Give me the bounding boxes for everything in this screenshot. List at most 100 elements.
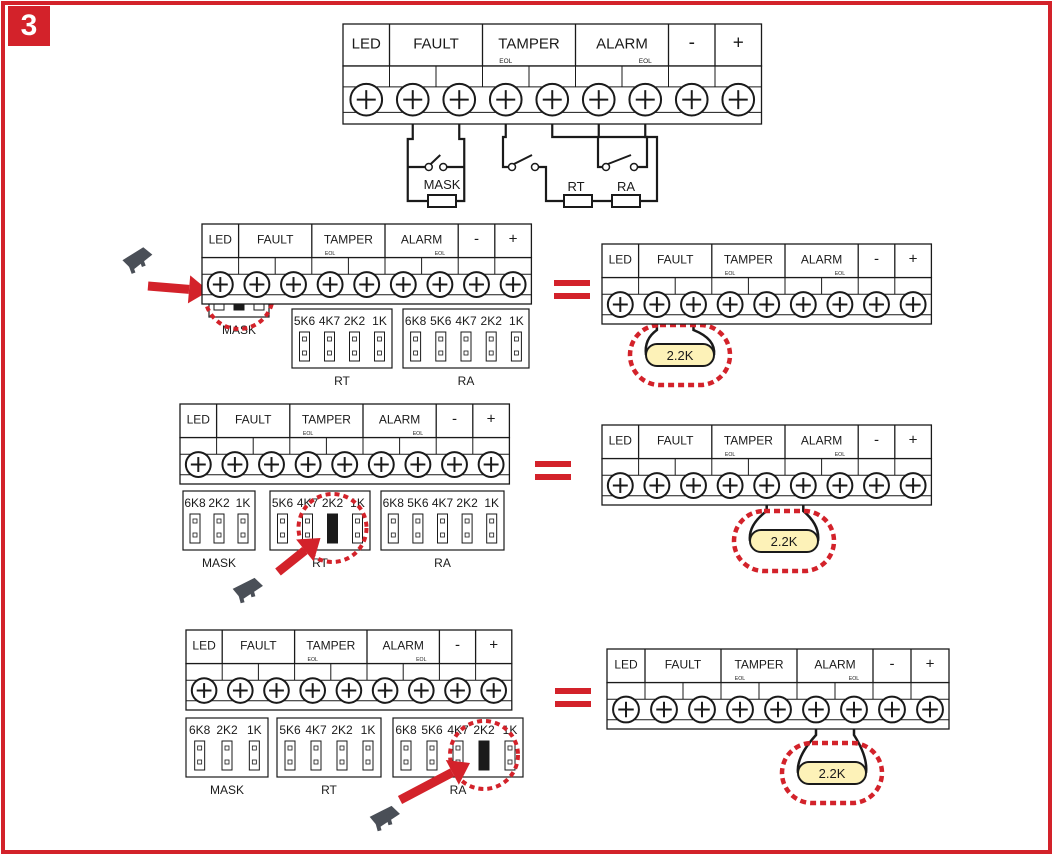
jumper-option-label: 5K6 [407, 496, 429, 510]
eol-label-0: EOL [735, 676, 745, 682]
eol-label-0: EOL [499, 58, 512, 65]
jumper-pin [403, 745, 409, 751]
jumper-icon [369, 805, 400, 832]
jumper-pin [251, 759, 257, 765]
jumper-pin [429, 759, 435, 765]
terminal-label-0: LED [352, 35, 381, 52]
equals-sign-bar [554, 293, 590, 299]
jumper-group-label: RT [321, 783, 337, 797]
terminal-label-5: + [909, 431, 918, 448]
jumper-pin [280, 532, 285, 538]
jumper-pin [192, 532, 198, 538]
terminal-label-3: ALARM [596, 35, 648, 52]
jumper-pin [365, 745, 371, 751]
terminal-label-2: TAMPER [324, 232, 373, 246]
jumper-option-label: 4K7 [455, 314, 477, 328]
terminal-label-5: + [926, 655, 935, 672]
selected-jumper-highlight [296, 492, 369, 564]
terminal-label-4: - [889, 655, 894, 672]
jumper-pin [464, 518, 470, 524]
jumper-option-label: 4K7 [297, 496, 319, 510]
jumper-pin [455, 745, 461, 751]
jumper-icon [232, 577, 263, 604]
terminal-label-5: + [909, 250, 918, 267]
jumper-option-label: 2K2 [481, 314, 503, 328]
jumper-pins [387, 513, 399, 544]
jumper-option-label: 4K7 [432, 496, 454, 510]
jumper-option-label: 2K2 [216, 723, 238, 737]
terminal-label-1: FAULT [665, 657, 702, 671]
mask-wire [406, 124, 466, 203]
jumper-pin [352, 350, 357, 356]
terminal-label-4: - [689, 32, 695, 53]
jumper-option-label: 6K8 [383, 496, 405, 510]
jumper-group-label: RA [458, 374, 475, 388]
jumper-pins [510, 331, 522, 362]
jumper-icon [122, 247, 153, 274]
jumper-pins [435, 331, 447, 362]
eol-label-0: EOL [308, 657, 318, 663]
jumper-pin [440, 532, 445, 538]
eol-label-0: EOL [325, 251, 335, 257]
jumper-selected [478, 740, 490, 771]
jumper-pin [438, 350, 444, 356]
jumper-option-label: 2K2 [322, 496, 344, 510]
jumper-pin [339, 745, 345, 751]
terminal-header [606, 648, 950, 684]
arrow-shaft [147, 281, 190, 294]
jumper-pin [403, 759, 409, 765]
jumper-option-label: 5K6 [430, 314, 452, 328]
jumper-group-label: MASK [210, 783, 244, 797]
arrow-head [187, 275, 209, 304]
jumper-option-label: 1K [503, 723, 518, 737]
terminal-header [185, 629, 513, 665]
terminal-label-5: + [489, 636, 498, 653]
terminal-label-2: TAMPER [724, 252, 773, 266]
terminal-label-4: - [455, 636, 460, 653]
jumper-pin [355, 518, 360, 524]
jumper-pins [362, 740, 374, 771]
jumper-pin [339, 759, 345, 765]
terminal-label-1: FAULT [235, 412, 272, 426]
jumper-pin [377, 336, 382, 342]
jumper-pins [248, 740, 260, 771]
jumper-pin [280, 518, 285, 524]
terminal-label-3: ALARM [379, 412, 420, 426]
mask-wiring-label: MASK [424, 177, 461, 192]
jumper-leg [375, 820, 382, 832]
jumper-option-label: 1K [509, 314, 524, 328]
jumper-pin [463, 350, 469, 356]
jumper-group-label: MASK [202, 556, 236, 570]
jumper-pin [488, 336, 494, 342]
jumper-option-label: 5K6 [294, 314, 316, 328]
jumper-pin [514, 350, 519, 356]
switch-contact [530, 162, 540, 172]
jumper-pin [352, 336, 357, 342]
jumper-pin [514, 336, 519, 342]
terminal-label-2: TAMPER [302, 412, 351, 426]
arrow-shaft [275, 546, 308, 576]
jumper-pins [352, 513, 363, 544]
jumper-pins [460, 331, 472, 362]
jumper-leg [248, 586, 256, 598]
switch-blade [513, 154, 533, 165]
switch-blade [430, 154, 441, 165]
jumper-group-label: RA [434, 556, 451, 570]
eol-label-1: EOL [639, 58, 652, 65]
jumper-pin [489, 532, 495, 538]
jumper-pin [365, 759, 371, 765]
rt-wire [501, 124, 659, 203]
jumper-option-label: 4K7 [319, 314, 341, 328]
jumper-pins [284, 740, 296, 771]
switch-contact [629, 162, 639, 172]
jumper-group-label: RT [334, 374, 350, 388]
